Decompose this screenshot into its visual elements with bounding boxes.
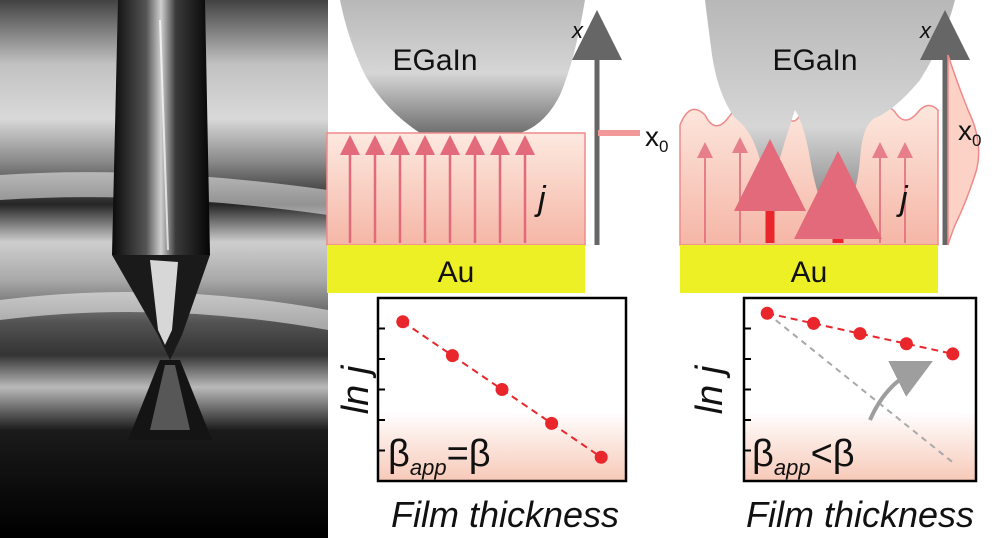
data-point xyxy=(594,450,608,464)
x-axis-label: Film thickness xyxy=(391,494,619,535)
y-axis-label: ln j xyxy=(335,364,377,414)
shift-arrow xyxy=(868,361,933,421)
plot-ideal: ln j Film thickness βapp=β xyxy=(335,296,628,535)
microscope-photo xyxy=(0,0,328,538)
data-point xyxy=(760,306,774,320)
data-point xyxy=(445,349,459,363)
reference-line-segment xyxy=(766,312,954,464)
y-axis-label: ln j xyxy=(689,364,731,414)
au-label: Au xyxy=(438,256,475,289)
current-arrows xyxy=(697,137,913,243)
egain-label: EGaIn xyxy=(392,44,477,77)
egain-label: EGaIn xyxy=(772,44,857,77)
data-point xyxy=(807,316,821,330)
current-label: j xyxy=(896,180,909,218)
y-ticks xyxy=(744,327,751,452)
fit-line xyxy=(766,312,954,355)
x-axis-label: x xyxy=(571,18,584,43)
data-point xyxy=(495,383,509,396)
data-series xyxy=(396,315,608,464)
molecular-film xyxy=(326,132,586,246)
data-point xyxy=(545,416,559,430)
gold-substrate xyxy=(327,245,585,293)
data-point xyxy=(946,347,960,361)
left-schematic: EGaIn j Au x x0 xyxy=(326,0,668,293)
x0-label: x0 xyxy=(958,115,981,150)
x-axis-label: Film thickness xyxy=(746,494,974,535)
reference-line xyxy=(766,312,954,464)
data-point xyxy=(853,327,867,341)
x-axis-label: x xyxy=(919,18,932,43)
current-arrows xyxy=(340,135,535,243)
data-point xyxy=(396,315,410,329)
egain-electrode xyxy=(340,0,585,133)
plot-rough: ln j Film thickness βapp<β xyxy=(689,296,978,535)
thickness-distribution xyxy=(947,54,980,246)
data-point xyxy=(899,337,913,351)
beta-annotation: βapp=β xyxy=(388,433,491,480)
right-schematic: EGaIn j Au x x0 xyxy=(679,0,981,293)
gold-substrate xyxy=(680,245,938,293)
y-ticks xyxy=(378,327,385,452)
au-label: Au xyxy=(791,256,828,289)
syringe-needle xyxy=(112,0,210,255)
x0-label: x0 xyxy=(645,121,668,156)
beta-annotation: βapp<β xyxy=(752,433,855,480)
data-series xyxy=(760,306,960,361)
current-label: j xyxy=(534,180,547,218)
